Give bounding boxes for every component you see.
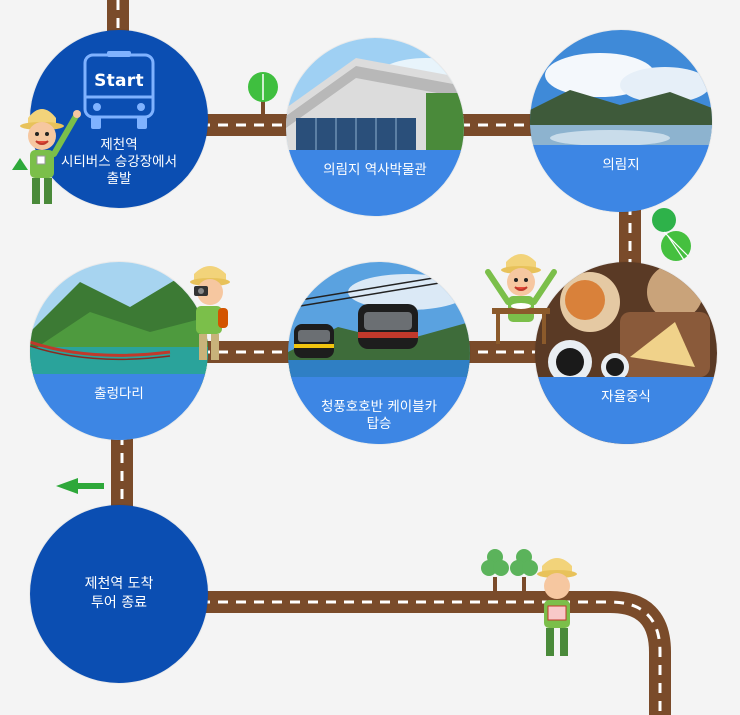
- map-reading-character-icon: [537, 558, 577, 656]
- arrow-left-icon: [56, 478, 104, 494]
- stop-museum-label: 의림지 역사박물관: [323, 162, 427, 179]
- stop-uirimji-band: 의림지: [530, 144, 712, 212]
- stop-uirimji-label: 의림지: [602, 156, 640, 173]
- stop-lunch-band: 자율중식: [535, 376, 717, 444]
- stop-lunch: 자율중식: [535, 262, 717, 444]
- stop-museum: 의림지 역사박물관: [286, 38, 464, 216]
- hiker-character-icon: [12, 109, 81, 204]
- end-node: 제천역 도착 투어 종료: [30, 505, 208, 683]
- tree-icon: [248, 72, 278, 116]
- cheering-character-icon: [485, 254, 557, 344]
- start-label-line2: 시티버스 승강장에서: [60, 153, 178, 170]
- stop-cablecar-label2: 탑승: [366, 416, 392, 433]
- end-label-line2: 투어 종료: [91, 595, 147, 611]
- end-label-line1: 제천역 도착: [84, 576, 154, 592]
- stop-museum-band: 의림지 역사박물관: [286, 150, 464, 216]
- stop-cablecar-band: 청풍호호반 케이블카 탑승: [288, 376, 470, 444]
- tree-icon: [652, 208, 691, 261]
- stop-cablecar-label: 청풍호호반 케이블카: [320, 399, 438, 416]
- start-badge: Start: [94, 70, 144, 91]
- start-node: Start 제천역 시티버스 승강장에서 출발: [30, 30, 208, 208]
- stop-cablecar: 청풍호호반 케이블카 탑승: [288, 262, 470, 444]
- stop-bridge-band: 출렁다리: [30, 374, 208, 440]
- start-label-line3: 출발: [106, 170, 132, 187]
- stop-bridge: 출렁다리: [30, 262, 208, 440]
- stop-lunch-label: 자율중식: [601, 388, 651, 405]
- photographer-character-icon: [190, 266, 230, 360]
- start-label-line1: 제천역: [100, 136, 138, 153]
- stop-bridge-label: 출렁다리: [94, 386, 144, 403]
- stop-uirimji: 의림지: [530, 30, 712, 212]
- tree-icon: [481, 549, 538, 593]
- bus-icon: Start: [81, 50, 157, 133]
